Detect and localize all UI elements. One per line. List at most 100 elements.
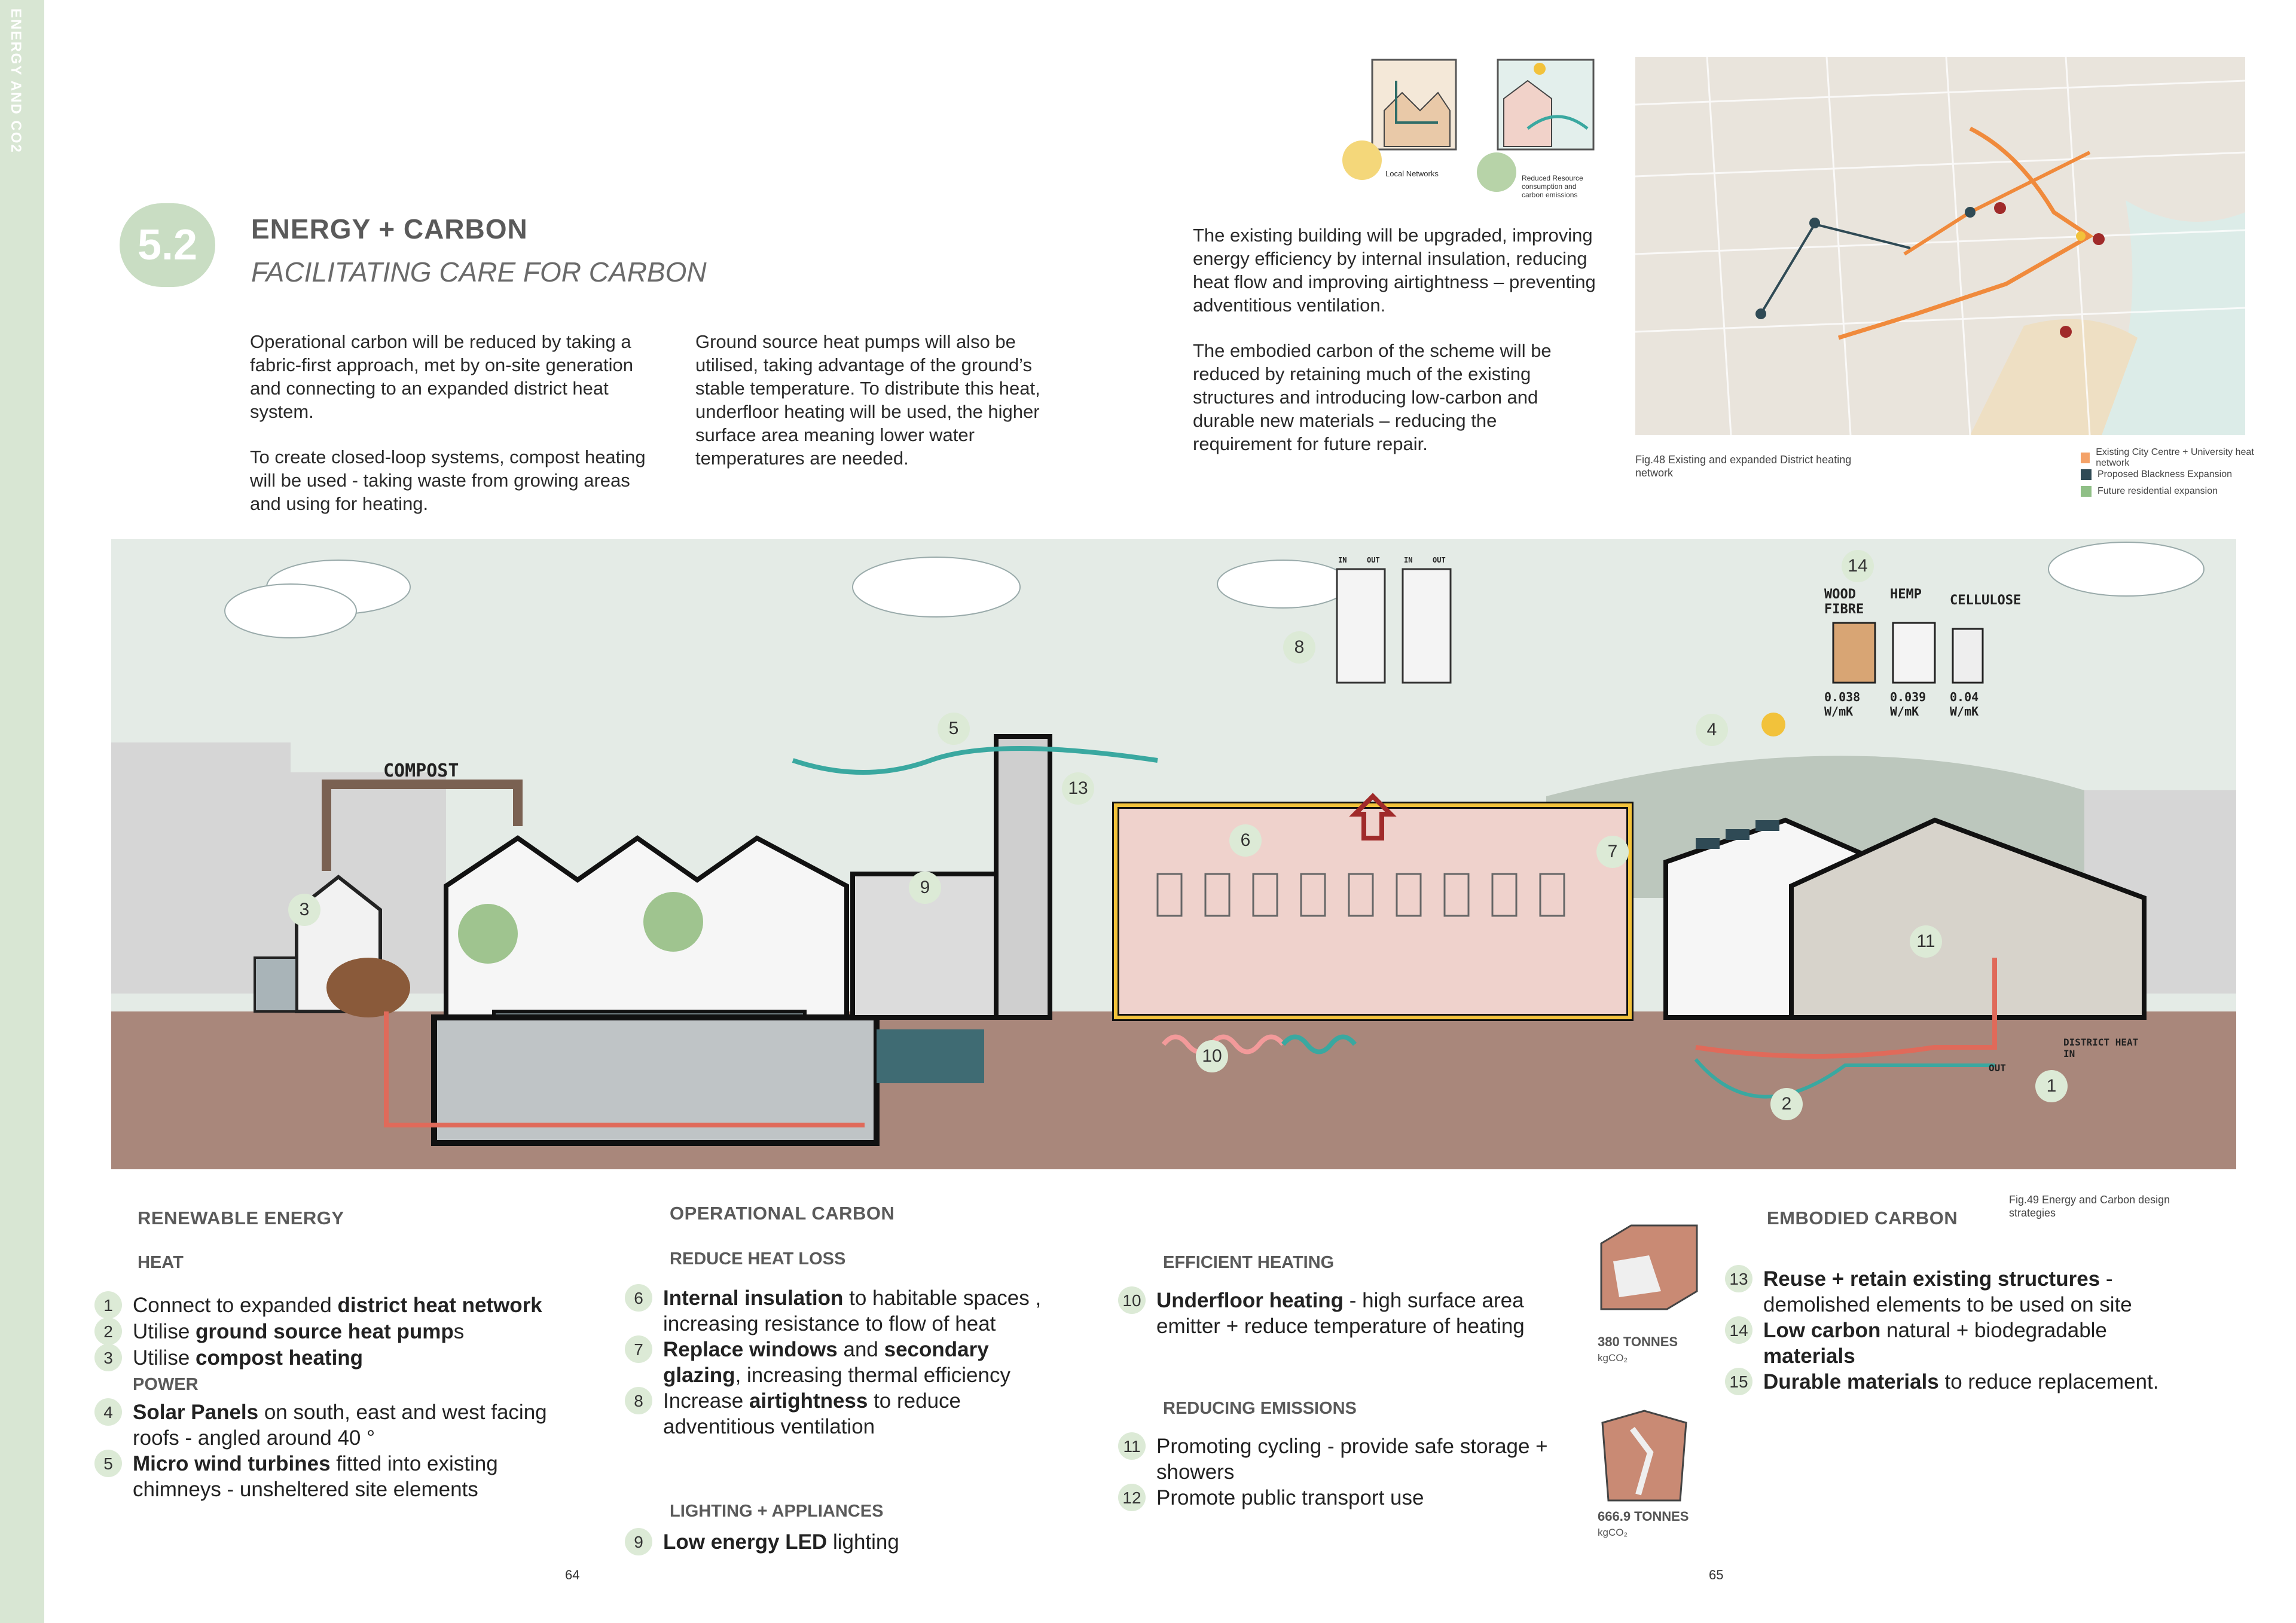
page-number-right: 65: [1709, 1567, 1724, 1582]
embodied-heading: EMBODIED CARBON: [1767, 1208, 1958, 1228]
item-bold: Low carbon: [1763, 1319, 1881, 1342]
power-subheading: POWER: [133, 1375, 199, 1394]
item-text: to reduce adventitious ventilation: [663, 1389, 961, 1438]
brick-sketch: [1600, 1224, 1698, 1310]
legend-label: Future residential expansion: [2097, 486, 2218, 496]
district-heat-in-label: DISTRICT HEAT IN: [2063, 1037, 2139, 1059]
item-bold: Solar Panels: [133, 1401, 259, 1424]
concept-sketches: [1371, 59, 1595, 151]
legend-label: Proposed Blackness Expansion: [2097, 469, 2233, 479]
out-label: OUT: [1989, 1062, 2006, 1074]
list-item: 5 Micro wind turbines fitted into existin…: [94, 1450, 549, 1502]
intro-column-3: The existing building will be upgraded, …: [1193, 224, 1599, 478]
marker-11: 11: [1910, 925, 1942, 958]
item-bold: Underfloor heating: [1156, 1289, 1344, 1312]
reduced-resource-label: Reduced Resource consumption and carbon …: [1522, 174, 1583, 199]
window-label: IN: [1404, 556, 1413, 564]
marker-13: 13: [1062, 772, 1094, 805]
legend-swatch: [2081, 486, 2092, 497]
embodied-stat-2-value: 666.9 TONNES: [1598, 1509, 1689, 1524]
list-item: 14 Low carbon natural + biodegradable mat…: [1725, 1316, 2179, 1369]
reduce-heat-loss-subheading: REDUCE HEAT LOSS: [670, 1249, 846, 1269]
intro-paragraph: To create closed-loop systems, compost h…: [250, 447, 646, 514]
window-label: OUT: [1367, 556, 1380, 564]
item-bold: materials: [1763, 1344, 1855, 1368]
intro-column-1: Operational carbon will be reduced by ta…: [250, 330, 657, 537]
item-number: 7: [625, 1335, 652, 1363]
legend-swatch: [2081, 469, 2092, 480]
intro-column-2: Ground source heat pumps will also be ut…: [695, 330, 1078, 492]
embodied-stat-2-unit: kgCO₂: [1598, 1527, 1628, 1538]
intro-paragraph: The embodied carbon of the scheme will b…: [1193, 340, 1552, 454]
marker-1: 1: [2035, 1070, 2068, 1102]
legend-item: Future residential expansion: [2081, 483, 2260, 500]
material-name: CELLULOSE: [1950, 593, 2022, 608]
list-item: 11 Promoting cycling - provide safe stora…: [1118, 1432, 1555, 1485]
item-bold: Durable materials: [1763, 1370, 1939, 1393]
legend-item: Proposed Blackness Expansion: [2081, 466, 2260, 483]
section-title: ENERGY + CARBON: [251, 213, 528, 244]
legend-label: Existing City Centre + University heat n…: [2096, 447, 2254, 468]
item-bold: Replace windows: [663, 1338, 838, 1361]
brick-pile-1: [1595, 1219, 1703, 1315]
material-value: 0.04 W/mK: [1950, 690, 1979, 719]
intro-paragraph: Ground source heat pumps will also be ut…: [695, 331, 1040, 469]
item-text: Utilise: [133, 1320, 196, 1343]
item-bold: secondary glazing: [663, 1338, 989, 1387]
side-tab-label: ENERGY AND CO2: [8, 8, 24, 154]
heat-subheading: HEAT: [138, 1253, 184, 1272]
item-bold: Internal insulation: [663, 1286, 844, 1310]
material-name: WOOD FIBRE: [1824, 587, 1864, 617]
marker-8: 8: [1283, 631, 1315, 664]
item-text: Promoting cycling - provide safe storage…: [1156, 1435, 1548, 1484]
item-text: natural + biodegradable: [1880, 1319, 2107, 1342]
item-bold: Micro wind turbines: [133, 1452, 331, 1475]
marker-5: 5: [938, 713, 970, 745]
renewable-heading: RENEWABLE ENERGY: [138, 1208, 344, 1228]
item-text: fitted into existing chimneys - unshelte…: [133, 1452, 498, 1501]
item-text: Promote public transport use: [1156, 1486, 1424, 1509]
section-subtitle: FACILITATING CARE FOR CARBON: [251, 256, 707, 288]
intro-paragraph: Operational carbon will be reduced by ta…: [250, 331, 633, 422]
item-number: 15: [1725, 1368, 1752, 1395]
page-number-left: 64: [565, 1567, 580, 1582]
item-bold: compost heating: [196, 1346, 364, 1370]
marker-10: 10: [1196, 1040, 1228, 1072]
item-number: 12: [1118, 1484, 1146, 1511]
item-number: 5: [94, 1450, 122, 1477]
list-item: 12 Promote public transport use: [1118, 1484, 1555, 1511]
section-illustration: [111, 539, 2236, 1169]
intro-paragraph: The existing building will be upgraded, …: [1193, 225, 1596, 316]
item-text: on south, east and west facing roofs - a…: [133, 1401, 547, 1450]
concept-icons: Local Networks Reduced Resource consumpt…: [1342, 57, 1599, 199]
item-number: 11: [1118, 1432, 1146, 1460]
compost-label: COMPOST: [383, 760, 459, 781]
section-caption: Fig.49 Energy and Carbon design strategi…: [2009, 1194, 2170, 1219]
item-number: 1: [94, 1291, 122, 1319]
item-text: Utilise: [133, 1346, 196, 1370]
item-text: and: [837, 1338, 884, 1361]
list-item: 15 Durable materials to reduce replacemen…: [1725, 1368, 2179, 1395]
item-number: 14: [1725, 1316, 1752, 1344]
item-number: 2: [94, 1318, 122, 1345]
item-text: to habitable spaces , increasing resista…: [663, 1286, 1042, 1335]
item-bold: ground source heat pump: [196, 1320, 454, 1343]
local-networks-icon: [1342, 140, 1382, 180]
map-legend: Existing City Centre + University heat n…: [2081, 447, 2260, 500]
brick-sketch: [1601, 1410, 1687, 1502]
item-text: to reduce replacement.: [1938, 1370, 2159, 1393]
marker-3: 3: [288, 894, 320, 926]
brick-pile-2: [1590, 1405, 1698, 1506]
marker-2: 2: [1770, 1088, 1803, 1120]
